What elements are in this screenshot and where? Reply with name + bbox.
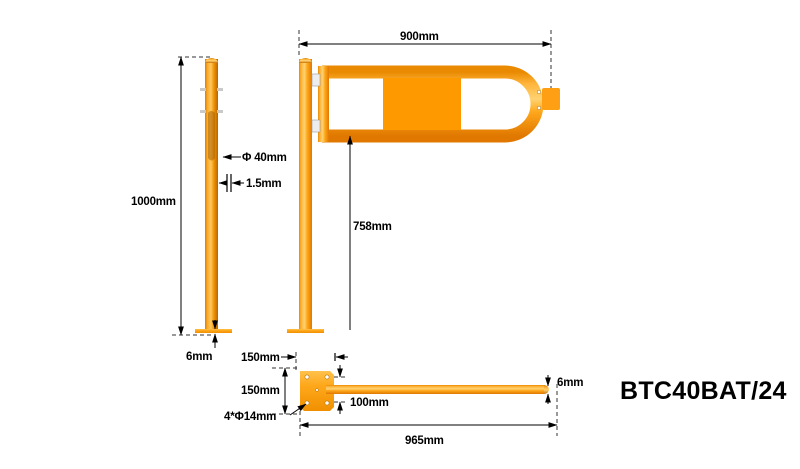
gate-height-label: 758mm — [353, 221, 392, 233]
side-base-plate — [195, 329, 232, 333]
anchor-hole-top-left — [304, 374, 310, 380]
plan-view: 150mm 150mm 100mm — [224, 352, 583, 447]
gate-width-label: 900mm — [400, 31, 439, 43]
gate-frame-hinge-stile — [318, 66, 329, 142]
anchor-hole-top-right — [324, 374, 330, 380]
front-base-plate — [287, 329, 324, 333]
plate-width-label: 150mm — [241, 385, 280, 397]
front-elevation-view: 900mm 758mm — [287, 30, 560, 333]
anchor-holes-leader — [289, 403, 307, 416]
plan-arm-tube — [326, 385, 544, 394]
hole-spacing-label: 100mm — [350, 397, 389, 409]
gate-frame-outer-tube — [322, 65, 544, 143]
latch-bolt-hole-lower — [536, 105, 542, 111]
gate-infill-panel — [383, 78, 461, 130]
wall-thickness-label: 1.5mm — [246, 178, 281, 190]
side-hinge-stub-upper-left — [200, 88, 206, 91]
front-hinge-bracket-upper — [311, 73, 321, 87]
post-height-label: 1000mm — [131, 196, 176, 208]
side-elevation-view: 1000mm Φ 40mm 1.5mm — [131, 56, 287, 363]
plan-post-section — [315, 388, 319, 392]
plate-thickness-label: 6mm — [186, 351, 212, 363]
front-post-tube — [299, 59, 312, 330]
front-post-top-cap — [299, 58, 312, 63]
plan-arm-end-cap — [544, 385, 549, 394]
side-post-tube — [205, 59, 218, 330]
side-hinge-stub-lower-left — [200, 110, 206, 113]
gate-latch-tab — [542, 88, 560, 110]
side-post-top-cap — [205, 58, 218, 63]
side-hinge-stub-upper-right — [217, 88, 223, 91]
plate-offset-label: 150mm — [241, 352, 280, 364]
side-hinge-stub-lower-right — [217, 110, 223, 113]
anchor-holes-label: 4*Φ14mm — [224, 411, 276, 423]
latch-bolt-hole-upper — [536, 89, 542, 95]
tube-diameter-label: Φ 40mm — [242, 152, 287, 164]
anchor-hole-bottom-right — [324, 400, 330, 406]
part-number-label: BTC40BAT/24 — [620, 377, 787, 405]
overall-length-label: 965mm — [405, 435, 444, 447]
front-hinge-bracket-lower — [311, 119, 321, 133]
plan-plate-thickness-label: 6mm — [557, 377, 583, 389]
side-post-shadow — [208, 111, 215, 161]
